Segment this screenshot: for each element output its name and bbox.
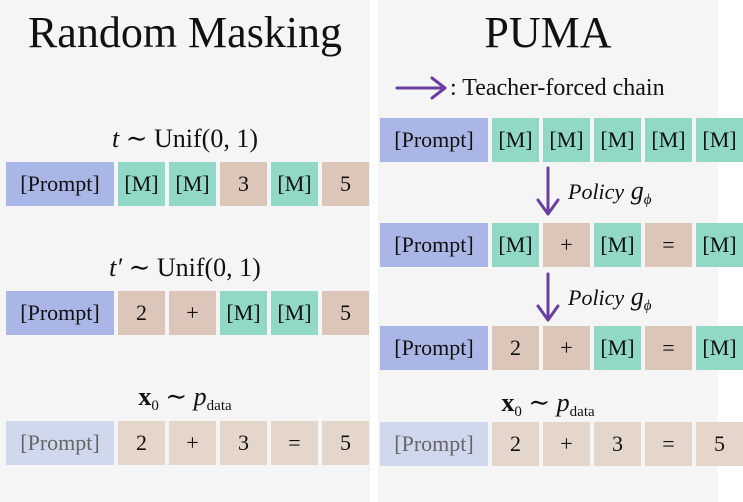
token-cell: 2 [118, 421, 165, 465]
random-masking-title: Random Masking [27, 8, 343, 57]
policy-word-1: Policy [568, 179, 625, 204]
p-subscript: data [206, 398, 232, 414]
right-data-equation: x0 ∼ pdata [378, 388, 718, 427]
token-cell: 2 [118, 291, 165, 335]
t-distribution: Unif(0, 1) [154, 124, 258, 153]
token-cell: + [543, 223, 590, 267]
prompt-cell: [Prompt] [6, 421, 114, 465]
mask-token-cell: [M] [696, 118, 743, 162]
mask-token-cell: [M] [271, 291, 318, 335]
policy-g-2: g [630, 282, 644, 311]
t-prime-variable: t′ [109, 253, 123, 282]
puma-panel: PUMA : Teacher-forced chain [Prompt][M][… [378, 0, 743, 502]
token-cell: 5 [322, 421, 369, 465]
token-cell: = [645, 422, 692, 466]
mask-token-cell: [M] [271, 162, 318, 206]
mask-token-cell: [M] [696, 223, 743, 267]
token-cell: + [169, 291, 216, 335]
puma-title: PUMA [484, 8, 612, 57]
t-sim-symbol: ∼ [125, 124, 148, 153]
token-cell: 2 [492, 422, 539, 466]
mask-token-cell: [M] [543, 118, 590, 162]
p-subscript: data [569, 404, 595, 420]
token-cell: 3 [220, 421, 267, 465]
mask-token-cell: [M] [492, 223, 539, 267]
prompt-cell: [Prompt] [6, 291, 114, 335]
x-variable: x [501, 388, 515, 417]
token-cell: + [543, 326, 590, 370]
mask-token-cell: [M] [118, 162, 165, 206]
x-subscript: 0 [514, 404, 522, 420]
token-cell: 3 [220, 162, 267, 206]
random-masking-panel: Random Masking t ∼ Unif(0, 1) [Prompt][M… [0, 0, 370, 502]
t-uniform-equation: t ∼ Unif(0, 1) [0, 124, 370, 154]
legend-arrow-icon [395, 76, 447, 100]
prompt-cell: [Prompt] [380, 118, 488, 162]
t-prime-uniform-equation: t′ ∼ Unif(0, 1) [0, 253, 370, 283]
token-cell: 5 [322, 291, 369, 335]
prompt-cell: [Prompt] [6, 162, 114, 206]
mask-token-cell: [M] [645, 118, 692, 162]
x-subscript: 0 [151, 398, 159, 414]
policy-phi-2: ϕ [643, 298, 652, 314]
left-data-equation: x0 ∼ pdata [0, 382, 370, 421]
x-variable: x [138, 382, 152, 411]
t-variable: t [111, 124, 120, 153]
policy-phi-1: ϕ [643, 192, 652, 208]
prompt-cell: [Prompt] [380, 422, 488, 466]
policy-word-2: Policy [568, 285, 625, 310]
mask-token-cell: [M] [169, 162, 216, 206]
token-cell: = [271, 421, 318, 465]
token-cell: + [169, 421, 216, 465]
mask-token-cell: [M] [594, 326, 641, 370]
token-cell: 5 [696, 422, 743, 466]
policy-label-1: Policy gϕ [568, 176, 651, 215]
policy-g-1: g [630, 176, 644, 205]
data-sim-symbol: ∼ [165, 382, 188, 411]
token-cell: + [543, 422, 590, 466]
mask-token-cell: [M] [594, 118, 641, 162]
mask-token-cell: [M] [696, 326, 743, 370]
policy-arrow-2-icon [536, 272, 560, 322]
policy-label-2: Policy gϕ [568, 282, 651, 321]
p-variable: p [556, 388, 570, 417]
policy-arrow-1-icon [536, 166, 560, 216]
t-prime-sim-symbol: ∼ [128, 253, 151, 282]
token-cell: 2 [492, 326, 539, 370]
token-cell: = [645, 326, 692, 370]
token-cell: 3 [594, 422, 641, 466]
p-variable: p [193, 382, 207, 411]
mask-token-cell: [M] [220, 291, 267, 335]
token-cell: = [645, 223, 692, 267]
prompt-cell: [Prompt] [380, 223, 488, 267]
mask-token-cell: [M] [594, 223, 641, 267]
mask-token-cell: [M] [492, 118, 539, 162]
prompt-cell: [Prompt] [380, 326, 488, 370]
token-cell: 5 [322, 162, 369, 206]
t-prime-distribution: Unif(0, 1) [156, 253, 261, 282]
data-sim-symbol: ∼ [528, 388, 551, 417]
legend-text: : Teacher-forced chain [450, 75, 665, 101]
